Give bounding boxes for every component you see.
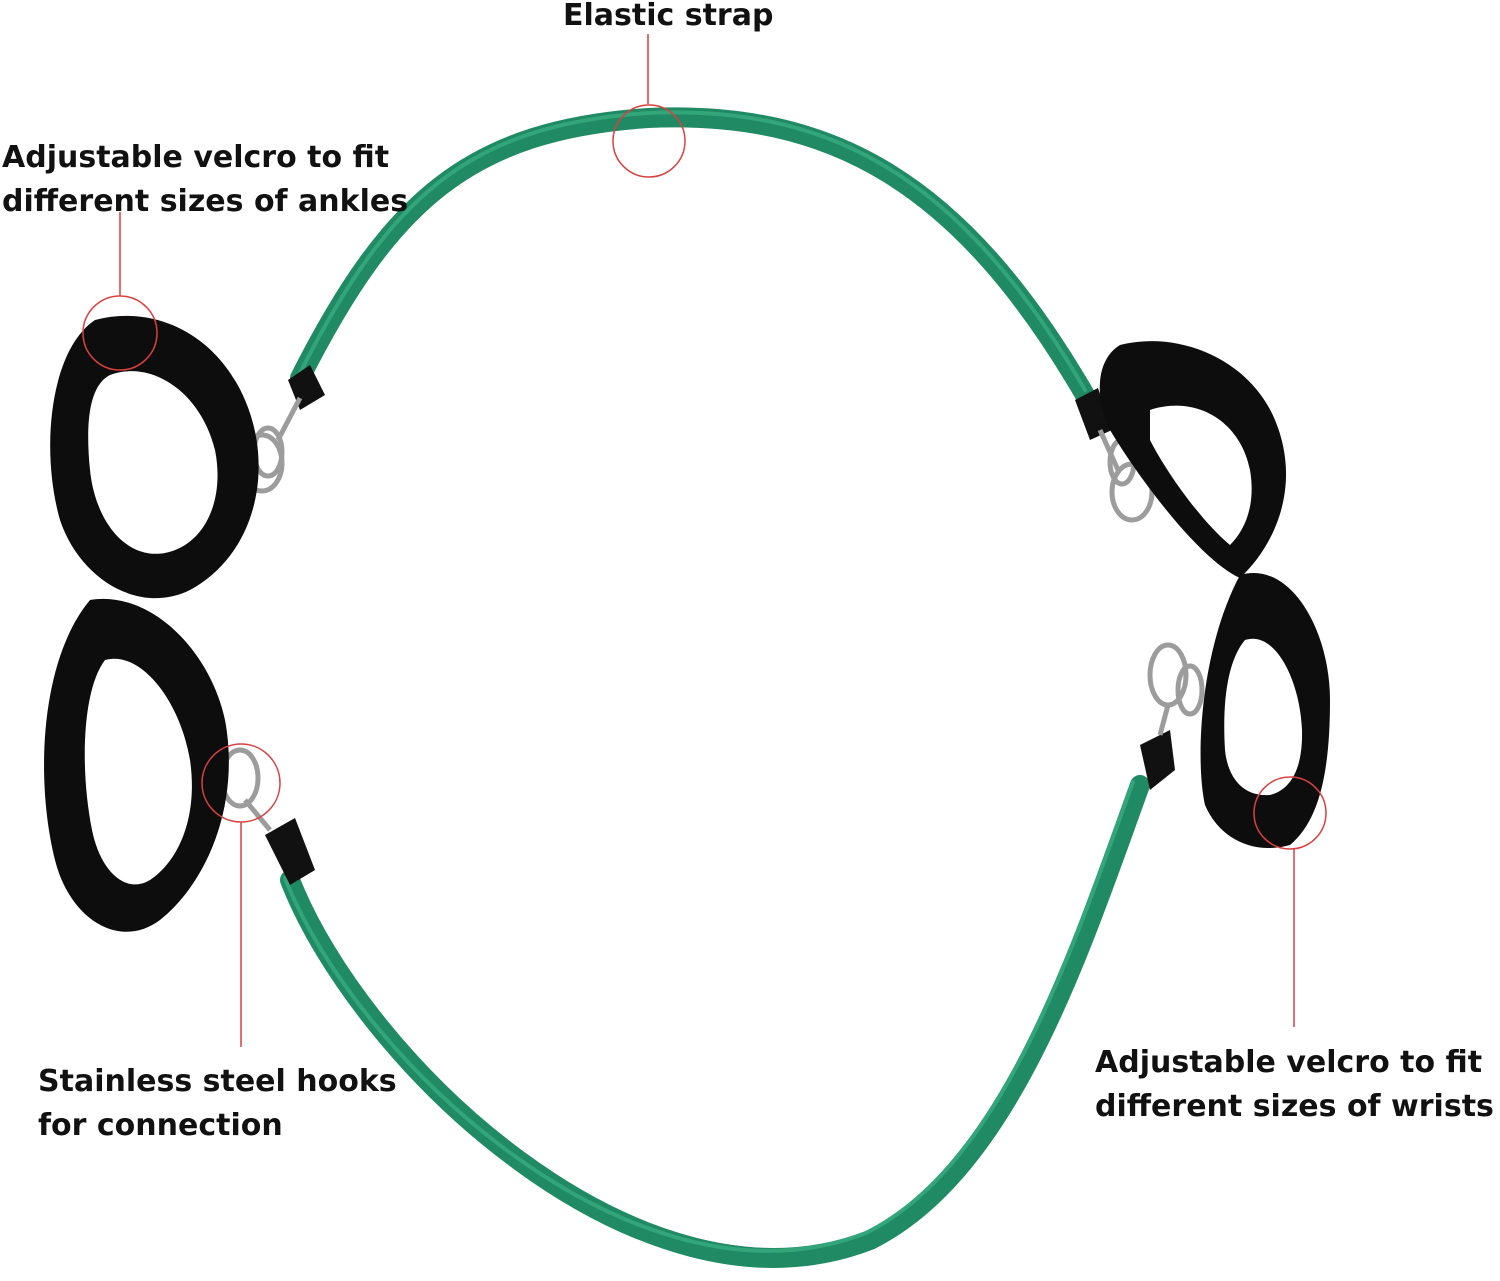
label-ankle-velcro-line-2: different sizes of ankles [2, 184, 409, 219]
label-wrist-velcro: Adjustable velcro to fit different sizes… [1095, 1041, 1494, 1129]
label-ankle-velcro: Adjustable velcro to fit different sizes… [2, 136, 408, 224]
callout-elastic-strap [612, 34, 686, 178]
cuff-bottom-right [1200, 572, 1330, 849]
callout-steel-hooks [201, 743, 281, 1047]
band-end-cap-bottom-left [265, 818, 315, 885]
hook-bottom-right [1147, 642, 1205, 736]
label-steel-hooks-line-2: for connection [38, 1108, 283, 1143]
label-elastic-strap: Elastic strap [563, 0, 773, 38]
band-end-cap-top-right [1075, 388, 1112, 440]
callout-wrist-velcro [1253, 776, 1327, 1027]
label-elastic-strap-text: Elastic strap [563, 0, 774, 33]
lower-elastic-band [280, 775, 1150, 1268]
label-ankle-velcro-line-1: Adjustable velcro to fit [2, 140, 390, 175]
label-wrist-velcro-line-1: Adjustable velcro to fit [1095, 1045, 1483, 1080]
label-steel-hooks: Stainless steel hooks for connection [38, 1060, 397, 1148]
label-steel-hooks-line-1: Stainless steel hooks [38, 1064, 397, 1099]
upper-elastic-band [290, 107, 1095, 405]
band-end-cap-bottom-right [1140, 730, 1175, 790]
lower-elastic-band-highlight [283, 780, 1135, 1253]
hook-bottom-left [219, 747, 272, 832]
label-wrist-velcro-line-2: different sizes of wrists [1095, 1089, 1494, 1124]
cuff-top-left [50, 315, 259, 599]
cuff-bottom-left [44, 598, 229, 932]
cuff-top-right [1099, 341, 1287, 578]
callout-ankle-velcro [82, 212, 158, 371]
upper-elastic-band-highlight [298, 110, 1087, 392]
